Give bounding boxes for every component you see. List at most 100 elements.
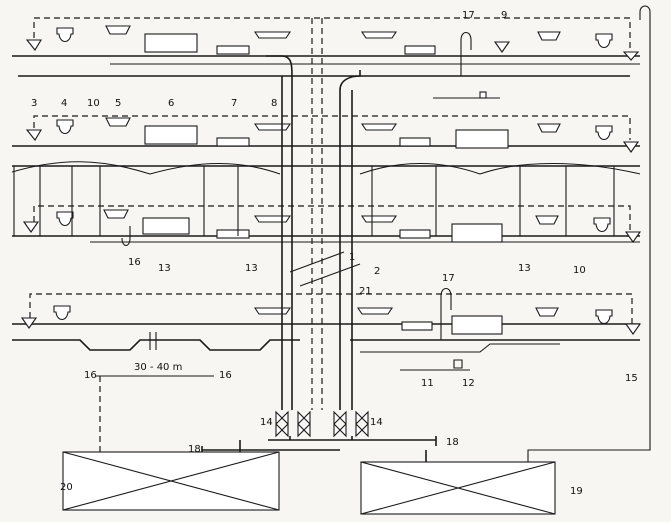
sink-icon	[404, 45, 436, 55]
sink-icon	[399, 229, 431, 239]
label-9: 9	[501, 10, 507, 21]
tank-19	[360, 461, 556, 515]
sink-icon	[216, 229, 250, 239]
kitchen-sink-icon	[253, 307, 292, 315]
floor-drain-funnel-icon	[622, 141, 640, 153]
floor-drain-funnel-icon	[25, 39, 42, 51]
toilet-icon	[56, 27, 74, 43]
toilet-icon	[53, 305, 71, 321]
floor-4	[12, 287, 642, 452]
label-18-right: 18	[446, 437, 459, 448]
drain-tail-f4	[360, 343, 560, 353]
kitchen-sink-icon	[356, 307, 394, 315]
label-14-right: 14	[370, 417, 383, 428]
distance-marker	[96, 332, 214, 377]
washbasin-icon	[103, 209, 129, 219]
bathtub-icon	[142, 217, 190, 235]
vent-line-f2	[33, 115, 631, 140]
valves	[275, 410, 369, 438]
floor-drain-funnel-icon	[624, 231, 642, 243]
label-5: 5	[115, 98, 121, 109]
label-distance: 30 - 40 m	[134, 362, 182, 373]
valve-icon	[275, 410, 289, 438]
label-3: 3	[31, 98, 37, 109]
label-16-trap: 16	[128, 257, 141, 268]
washbasin-icon	[105, 25, 131, 35]
label-18-left: 18	[188, 444, 201, 455]
label-4: 4	[61, 98, 67, 109]
washbasin-icon	[537, 31, 561, 41]
number-labels: 17 9 3 4 10 5 6 7 8 16 13 13 1 2 21 13 1…	[31, 10, 638, 497]
label-13-left: 13	[158, 263, 171, 274]
bathtub-icon	[451, 223, 503, 243]
floor-drain-funnel-icon	[22, 221, 40, 233]
label-20: 20	[60, 482, 73, 493]
sink-icon	[401, 321, 433, 331]
floor-drain-funnel-icon	[624, 323, 642, 335]
label-11: 11	[421, 378, 434, 389]
pointer-1	[289, 251, 345, 273]
sink-icon	[216, 137, 250, 147]
label-16-right: 16	[219, 370, 232, 381]
sink-icon	[216, 45, 250, 55]
floor-drain-funnel-icon	[622, 51, 640, 61]
label-10-top: 10	[87, 98, 100, 109]
vent-line-f1	[33, 17, 631, 52]
label-17-lower: 17	[442, 273, 455, 284]
toilet-icon	[56, 119, 74, 135]
kitchen-sink-icon	[253, 123, 292, 131]
washbasin-icon	[535, 215, 559, 225]
label-2: 2	[374, 266, 380, 277]
drain-lower-f2	[11, 161, 641, 175]
washbasin-icon	[535, 307, 559, 317]
kitchen-sink-icon	[360, 215, 398, 223]
bathtub-icon	[144, 125, 198, 145]
toilet-icon	[56, 211, 74, 227]
label-13-right: 13	[518, 263, 531, 274]
kitchen-sink-icon	[253, 31, 292, 39]
washbasin-icon	[537, 123, 561, 133]
drain-main-f4	[12, 339, 300, 351]
bathtub-icon	[144, 33, 198, 53]
label-19: 19	[570, 486, 583, 497]
toilet-icon	[595, 125, 613, 141]
floor-drain-funnel-icon	[25, 129, 42, 141]
bottom-system	[62, 436, 556, 515]
bathtub-icon	[451, 315, 503, 335]
label-16-left: 16	[84, 370, 97, 381]
vent-line-f4	[29, 293, 633, 324]
valve-icon	[333, 410, 347, 438]
washbasin-icon	[105, 117, 131, 127]
label-21: 21	[359, 286, 372, 297]
toilet-icon	[593, 217, 611, 233]
floor-3	[12, 205, 642, 247]
vent-line-f3	[33, 205, 631, 232]
floor-1	[12, 17, 640, 99]
sink-icon	[399, 137, 431, 147]
floor-connectors	[13, 166, 615, 236]
floor-drain-funnel-icon	[493, 41, 511, 53]
floor-2	[11, 115, 641, 175]
kitchen-sink-icon	[253, 215, 292, 223]
label-1: 1	[349, 252, 355, 263]
floor-drain-funnel-icon	[20, 317, 38, 329]
toilet-icon	[595, 33, 613, 49]
label-7: 7	[231, 98, 237, 109]
kitchen-sink-icon	[360, 123, 398, 131]
toilet-icon	[595, 309, 613, 325]
valve-icon	[297, 410, 311, 438]
valve-icon	[355, 410, 369, 438]
bathtub-icon	[455, 129, 509, 149]
label-8: 8	[271, 98, 277, 109]
label-14-left: 14	[260, 417, 273, 428]
label-12: 12	[462, 378, 475, 389]
trap-16	[121, 226, 131, 247]
label-10-right: 10	[573, 265, 586, 276]
meter-box	[479, 91, 487, 99]
risers	[266, 5, 651, 462]
pointer-2	[299, 263, 361, 287]
label-15: 15	[625, 373, 638, 384]
riser-17-f4	[440, 287, 452, 340]
label-13-mid: 13	[245, 263, 258, 274]
